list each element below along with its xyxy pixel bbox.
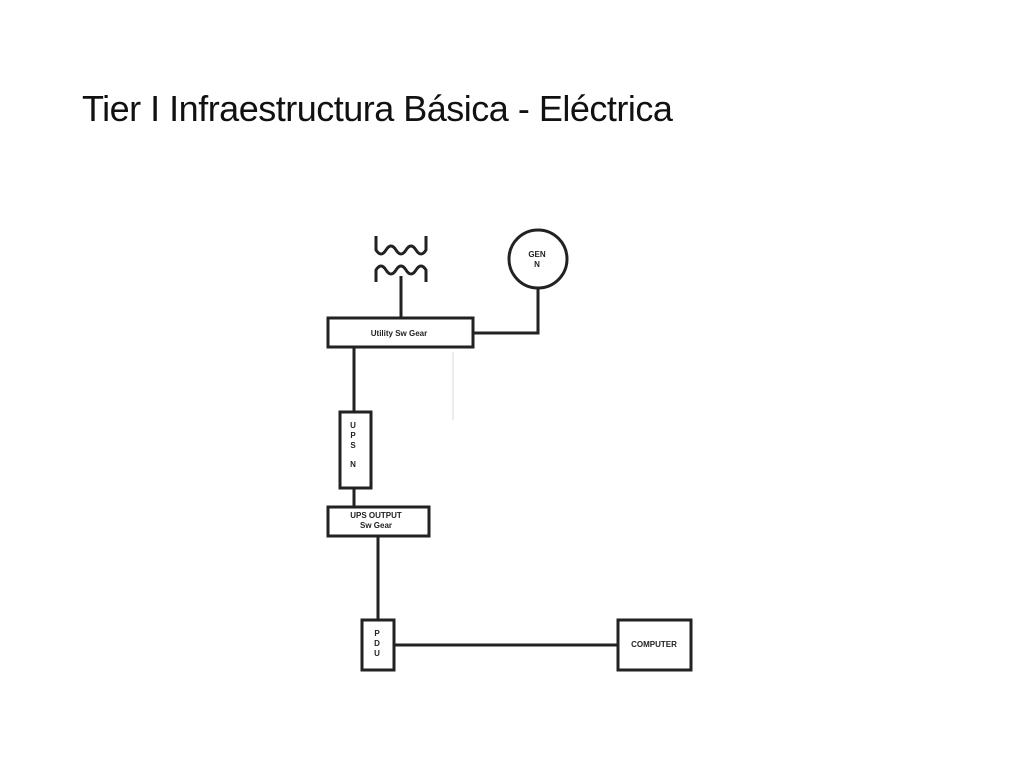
utility-switchgear-label: Utility Sw Gear [371,329,427,338]
ups-letter-2: P [350,431,356,440]
slide-title: Tier I Infraestructura Básica - Eléctric… [82,88,673,129]
ups-output-label-line2: Sw Gear [360,521,392,530]
utility-switchgear-box: Utility Sw Gear [326,316,475,349]
ups-letter-5: N [350,460,356,469]
ups-letter-1: U [350,421,356,430]
ups-output-label-line1: UPS OUTPUT [350,511,402,520]
generator-label-line1: GEN [528,250,546,259]
computer-box: COMPUTER [616,618,693,672]
ups-letter-3: S [350,441,356,450]
ups-box: U P S N [338,410,373,490]
pdu-letter-2: D [374,639,380,648]
transformer-icon [374,236,428,318]
generator-label-line2: N [534,260,540,269]
computer-label: COMPUTER [631,640,677,649]
wiring [352,288,618,647]
ups-output-switchgear-box: UPS OUTPUT Sw Gear [326,505,431,538]
pdu-letter-3: U [374,649,380,658]
pdu-box: P D U [360,618,396,672]
generator-node: GEN N [507,228,569,290]
pdu-letter-1: P [374,629,380,638]
